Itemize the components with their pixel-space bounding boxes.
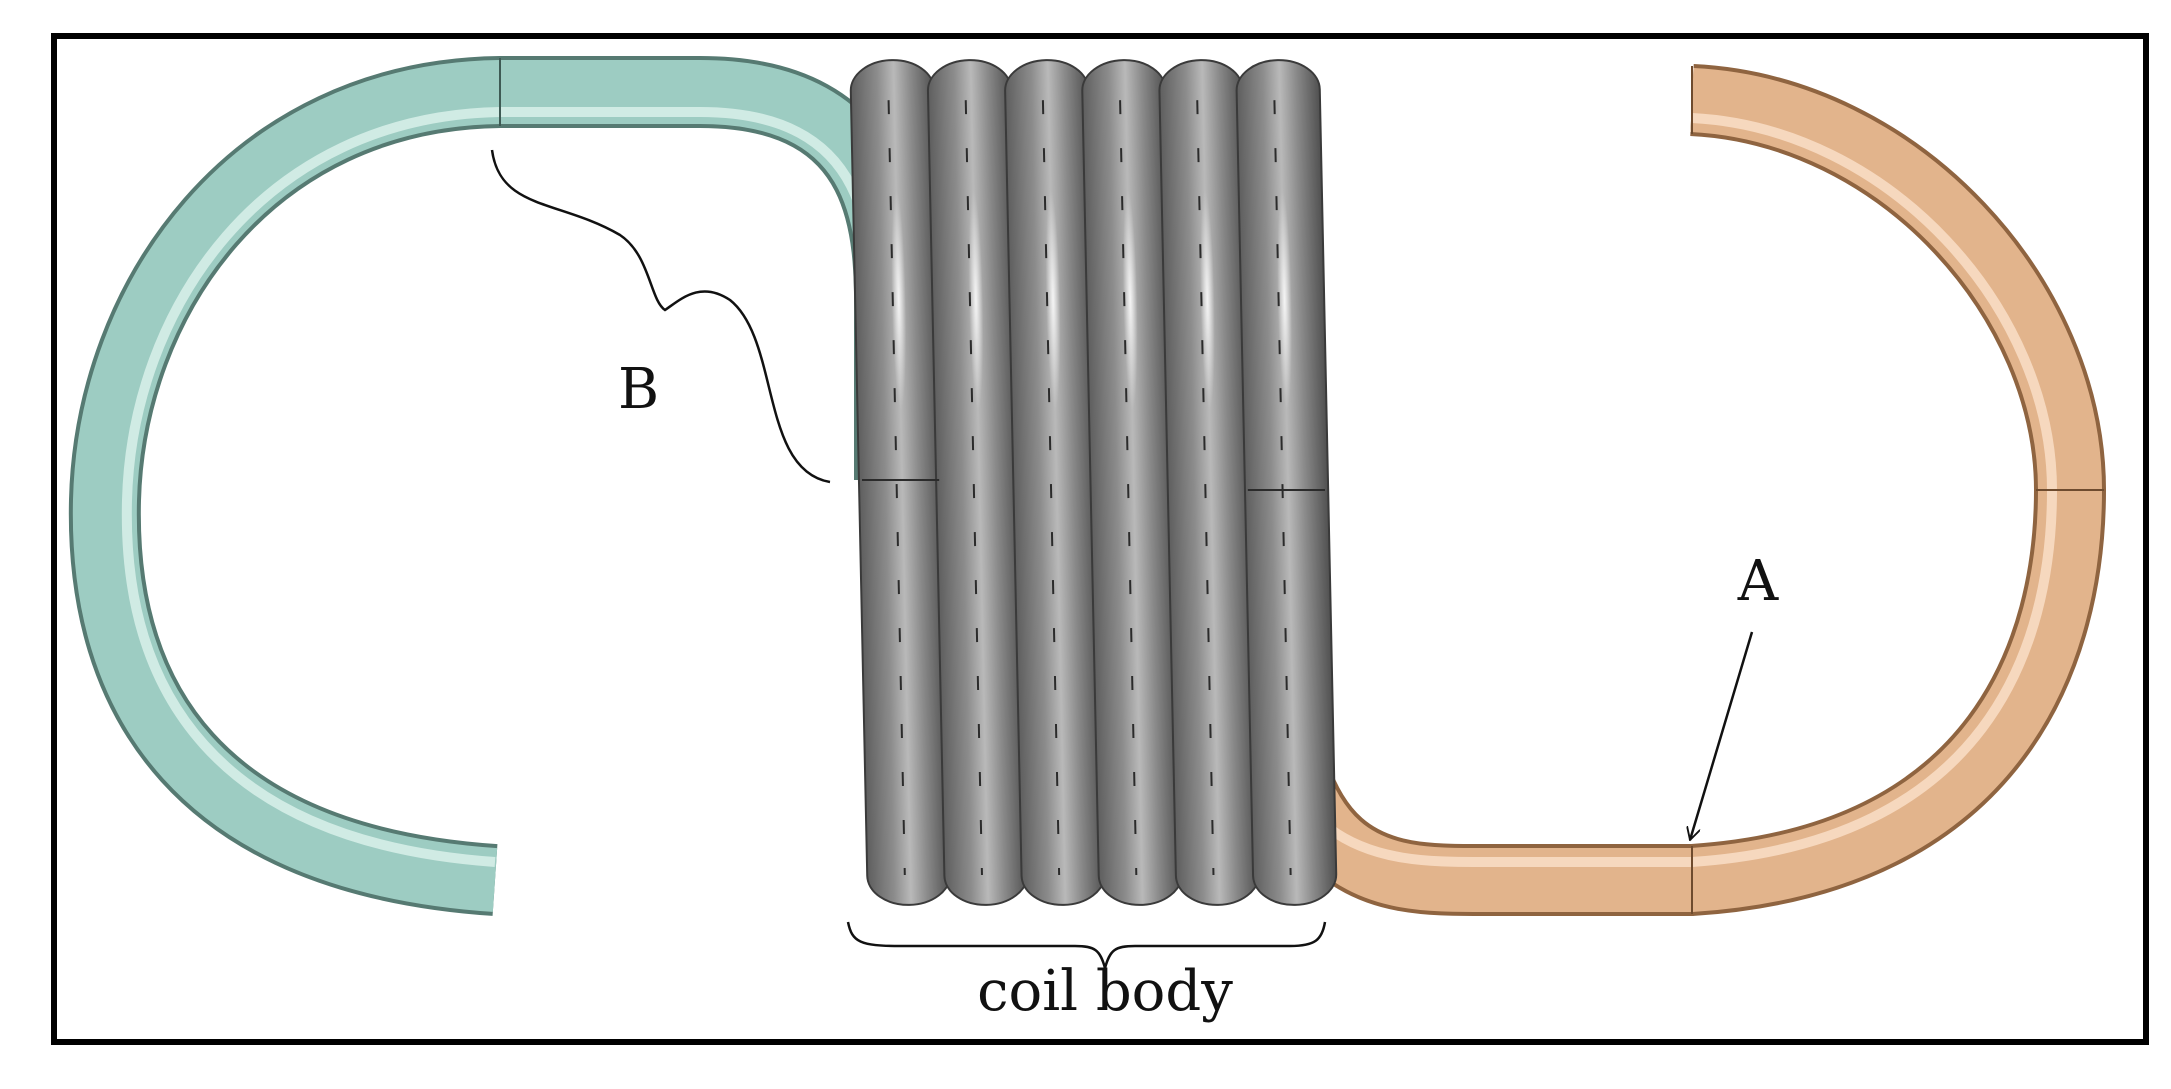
coil-turn [1158,59,1261,906]
hook-b-annotation: B [490,149,831,484]
hook-a-arrow [1690,631,1754,840]
coil-turn [926,59,1029,906]
coil-body-label: coil body [977,959,1233,1024]
coil-turn [849,59,952,906]
coil-turn [1004,59,1106,906]
hook-b-label: B [618,357,659,422]
hook-b-brace [490,149,831,484]
coil-turn [1235,59,1338,906]
hook-a-label: A [1737,549,1779,614]
coil-body-annotation: coil body [846,921,1327,1024]
coil-body-brace [846,921,1327,973]
coil-body [849,59,1338,906]
hook-a-annotation: A [1690,549,1779,840]
